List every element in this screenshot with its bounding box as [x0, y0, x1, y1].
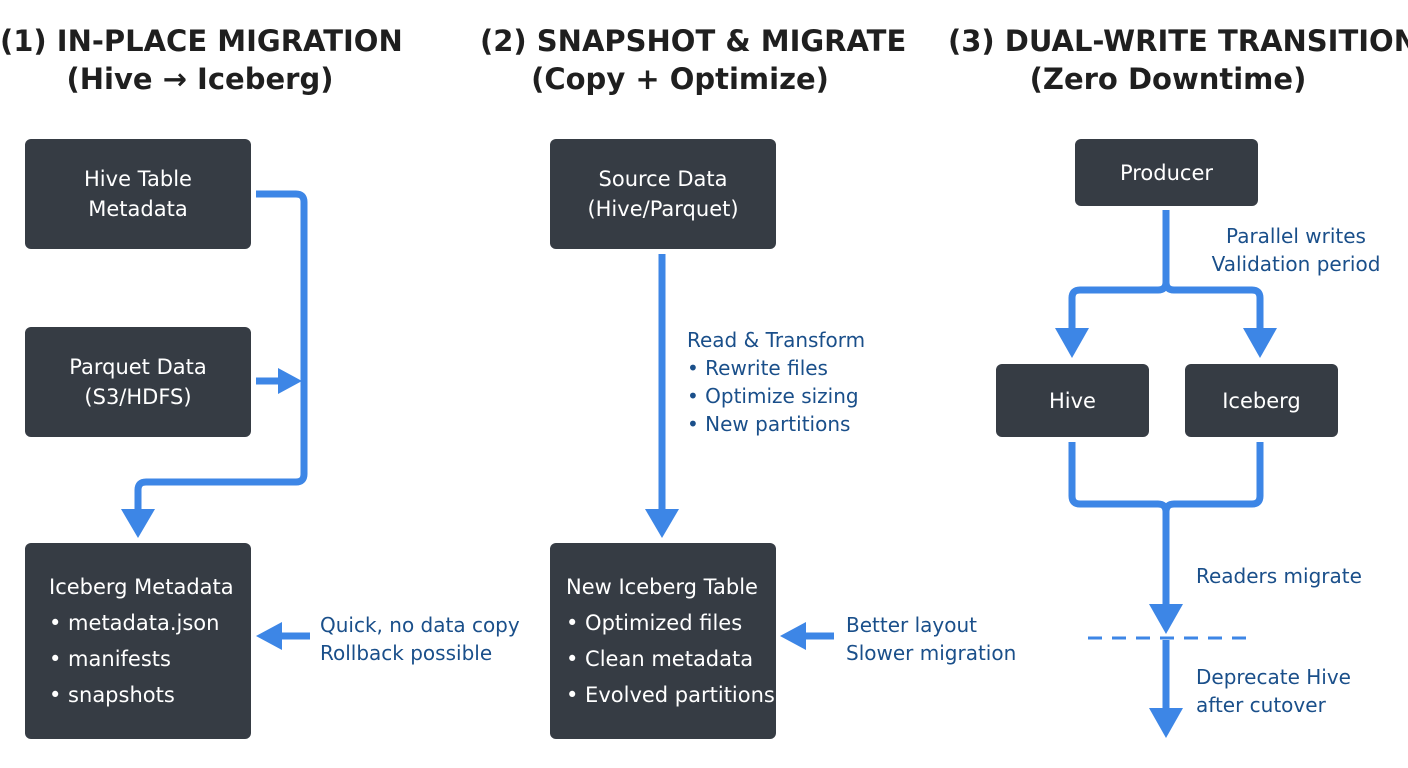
- col2-transform-arrowhead: [645, 509, 679, 538]
- col3-title: (3) DUAL-WRITE TRANSITION (Zero Downtime…: [948, 24, 1408, 96]
- col1-metadata-arrowhead: [121, 509, 155, 538]
- col1-tradeoff-note: Quick, no data copy Rollback possible: [320, 613, 520, 665]
- col2-note-arrowhead: [780, 622, 806, 650]
- hive-box: Hive: [996, 364, 1149, 437]
- read-transform-note: Read & Transform • Rewrite files • Optim…: [687, 328, 866, 436]
- source-data-box: Source Data (Hive/Parquet): [550, 139, 776, 249]
- parallel-writes-note: Parallel writes Validation period: [1211, 224, 1381, 276]
- col1-note-arrowhead: [256, 622, 282, 650]
- col2-tradeoff-note: Better layout Slower migration: [846, 613, 1017, 665]
- col3-iceberg-arrowhead: [1243, 328, 1277, 358]
- readers-migrate-note: Readers migrate: [1196, 564, 1362, 588]
- col1-metadata-connector: [134, 190, 308, 510]
- col1-parquet-arrowhead: [278, 368, 302, 394]
- col1-title: (1) IN-PLACE MIGRATION (Hive → Iceberg): [0, 24, 403, 96]
- producer-box: Producer: [1075, 139, 1258, 206]
- col3-cutover-arrowhead: [1149, 708, 1183, 738]
- hive-table-metadata-box: Hive Table Metadata: [25, 139, 251, 249]
- iceberg-metadata-box: Iceberg Metadata • metadata.json • manif…: [25, 543, 251, 739]
- col3-split-connector: [1068, 210, 1264, 330]
- col3-merge-connector: [1068, 442, 1264, 606]
- col2-title: (2) SNAPSHOT & MIGRATE (Copy + Optimize): [480, 24, 907, 96]
- new-iceberg-table-box: New Iceberg Table • Optimized files • Cl…: [550, 543, 776, 739]
- col3-hive-arrowhead: [1055, 328, 1089, 358]
- iceberg-box: Iceberg: [1185, 364, 1338, 437]
- deprecate-hive-note: Deprecate Hive after cutover: [1196, 665, 1351, 717]
- parquet-data-box: Parquet Data (S3/HDFS): [25, 327, 251, 437]
- col3-readers-arrowhead: [1149, 604, 1183, 634]
